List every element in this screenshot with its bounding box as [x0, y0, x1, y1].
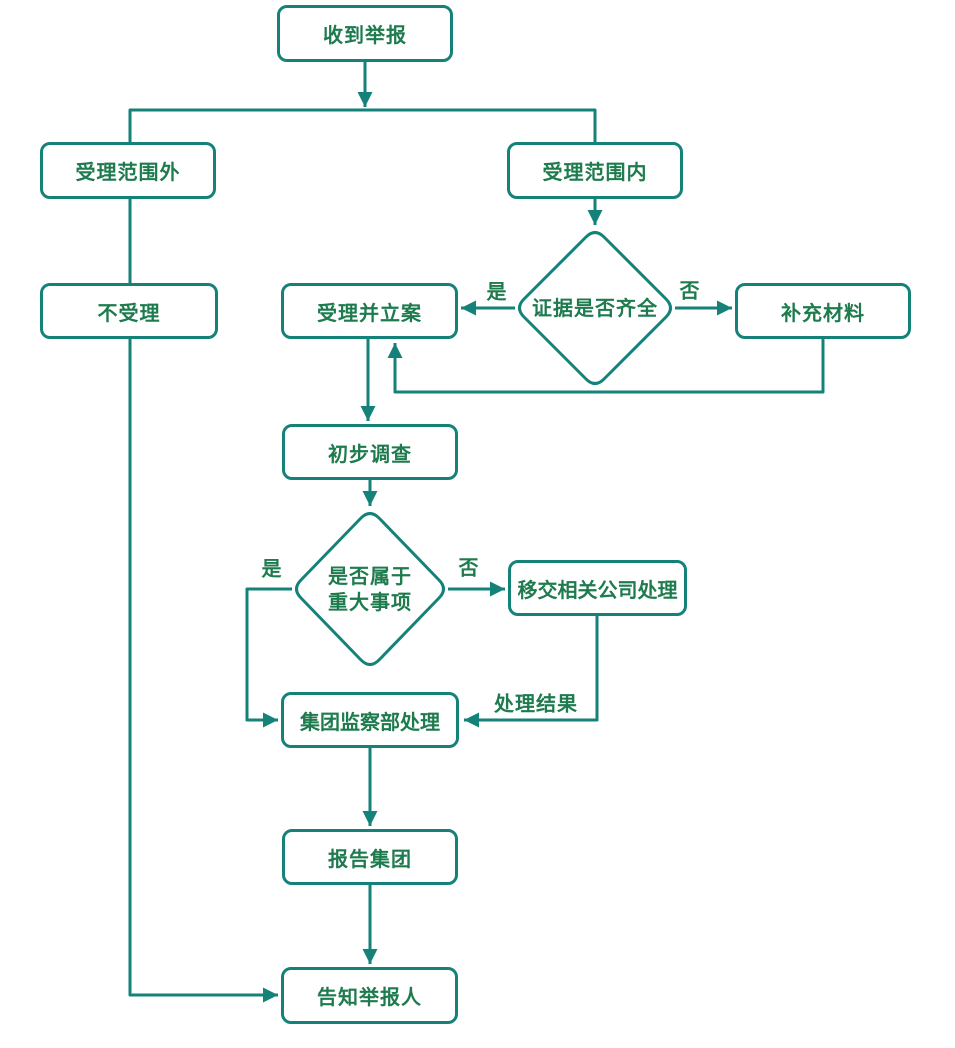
node-is-major-matter-line1: 是否属于: [328, 564, 412, 588]
edge-major-yes: [245, 587, 292, 728]
node-is-major-matter-shape: [295, 512, 445, 666]
node-group-supervision-label: 集团监察部处理: [300, 709, 440, 734]
node-receive-report-label: 收到举报: [323, 23, 407, 47]
node-evidence-complete-label: 证据是否齐全: [532, 296, 658, 320]
node-group-supervision: 集团监察部处理: [281, 692, 459, 748]
node-within-scope-label: 受理范围内: [542, 160, 648, 184]
node-not-accept: 不受理: [40, 283, 218, 339]
node-outside-scope-label: 受理范围外: [75, 160, 181, 184]
node-preliminary-investigation-label: 初步调查: [328, 441, 412, 466]
node-accept-file-case: 受理并立案: [281, 283, 458, 339]
node-inform-reporter: 告知举报人: [281, 967, 458, 1024]
node-receive-report: 收到举报: [277, 5, 453, 62]
edge-label-evidence-yes: 是: [486, 279, 508, 304]
node-inform-reporter-label: 告知举报人: [317, 985, 422, 1009]
node-supplement-materials: 补充材料: [735, 283, 911, 339]
node-transfer-company-label: 移交相关公司处理: [517, 577, 678, 602]
node-preliminary-investigation: 初步调查: [282, 424, 458, 480]
edge-label-evidence-no: 否: [679, 278, 701, 303]
edge-supplement-loop: [387, 339, 825, 394]
edge-label-major-yes: 是: [261, 556, 283, 581]
node-is-major-matter-label: 是否属于 重大事项: [328, 563, 412, 615]
edge-notaccept-to-inform: [128, 339, 278, 1003]
node-accept-file-case-label: 受理并立案: [317, 300, 422, 325]
node-is-major-matter-line2: 重大事项: [328, 590, 412, 614]
edge-branch-bar: [128, 108, 597, 142]
node-report-group-label: 报告集团: [328, 846, 412, 871]
node-transfer-company: 移交相关公司处理: [508, 560, 687, 616]
node-outside-scope: 受理范围外: [40, 142, 216, 199]
edge-label-major-no: 否: [458, 555, 480, 580]
node-not-accept-label: 不受理: [97, 300, 161, 325]
node-supplement-materials-label: 补充材料: [781, 300, 865, 325]
node-report-group: 报告集团: [282, 829, 458, 885]
edge-result-to-group: [464, 616, 599, 728]
node-evidence-complete-shape: [518, 231, 672, 385]
edge-label-handling-result: 处理结果: [494, 691, 578, 716]
node-within-scope: 受理范围内: [507, 142, 683, 199]
